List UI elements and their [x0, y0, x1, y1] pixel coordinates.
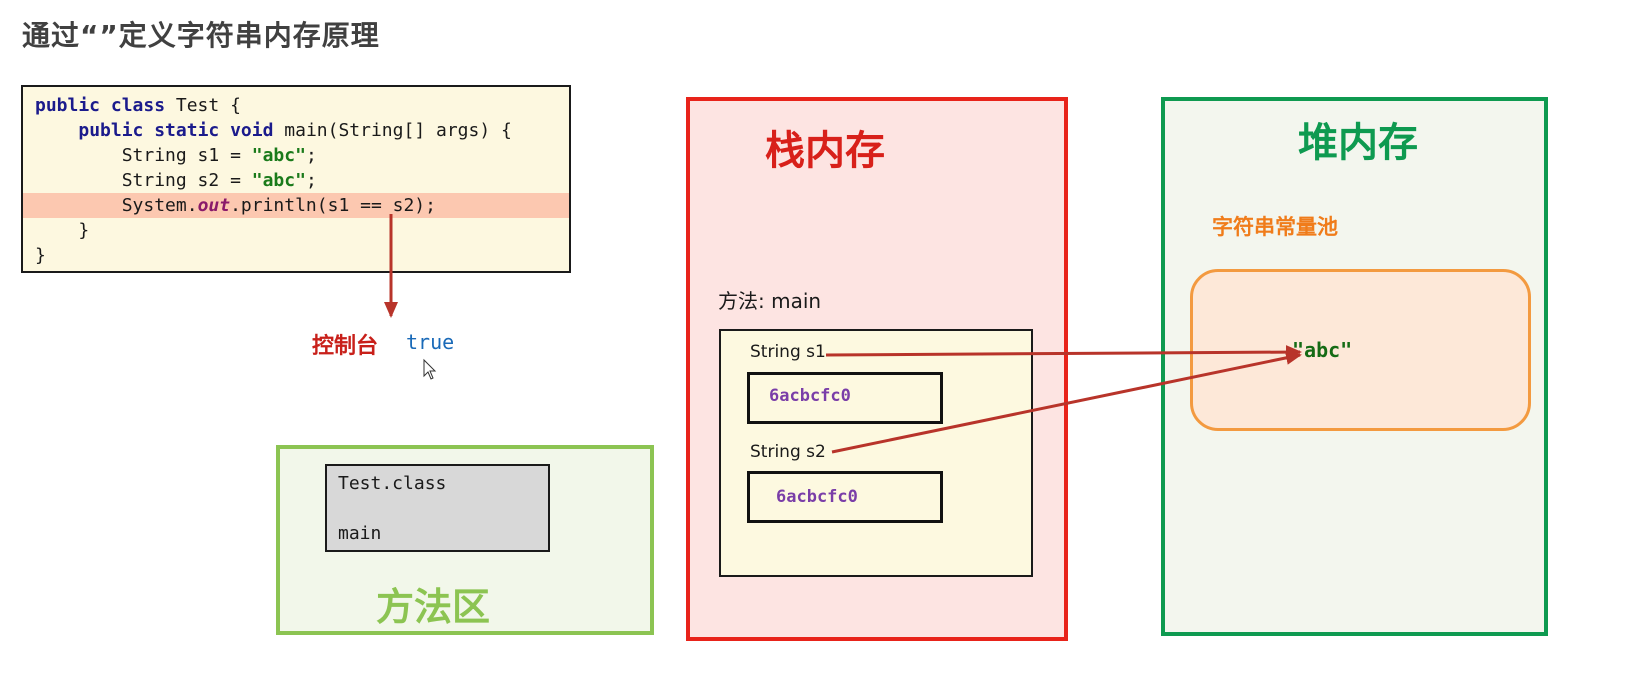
- var-label-s2: String s2: [750, 442, 826, 462]
- var-box-s2: 6acbcfc0: [747, 471, 943, 523]
- stack-memory-label: 栈内存: [765, 128, 885, 174]
- class-method: main: [338, 523, 382, 544]
- console-label: 控制台: [312, 334, 379, 359]
- code-editor: public class Test { public static void m…: [21, 85, 571, 273]
- page-title: 通过“”定义字符串内存原理: [22, 19, 380, 52]
- var-label-s1: String s1: [750, 342, 826, 362]
- class-name: Test.class: [338, 473, 447, 494]
- code-line: public class Test {: [35, 95, 241, 116]
- class-box: Test.class main: [325, 464, 550, 552]
- string-pool-label: 字符串常量池: [1212, 215, 1338, 239]
- console-output: true: [406, 330, 455, 354]
- code-line: System.out.println(s1 == s2);: [23, 193, 569, 218]
- method-area-label: 方法区: [376, 585, 491, 629]
- address-s2: 6acbcfc0: [776, 487, 858, 507]
- string-constant-pool: [1190, 269, 1531, 431]
- mouse-cursor-icon: [423, 358, 437, 380]
- stack-frame-label: 方法: main: [718, 289, 822, 313]
- address-s1: 6acbcfc0: [769, 386, 851, 406]
- code-line: }: [35, 220, 90, 241]
- var-box-s1: 6acbcfc0: [747, 372, 943, 424]
- pool-string-abc: "abc": [1292, 338, 1353, 362]
- code-line: String s2 = "abc";: [35, 170, 317, 191]
- code-line: }: [35, 245, 46, 266]
- code-line: String s1 = "abc";: [35, 145, 317, 166]
- heap-memory-label: 堆内存: [1298, 120, 1418, 166]
- code-line: public static void main(String[] args) {: [78, 120, 512, 141]
